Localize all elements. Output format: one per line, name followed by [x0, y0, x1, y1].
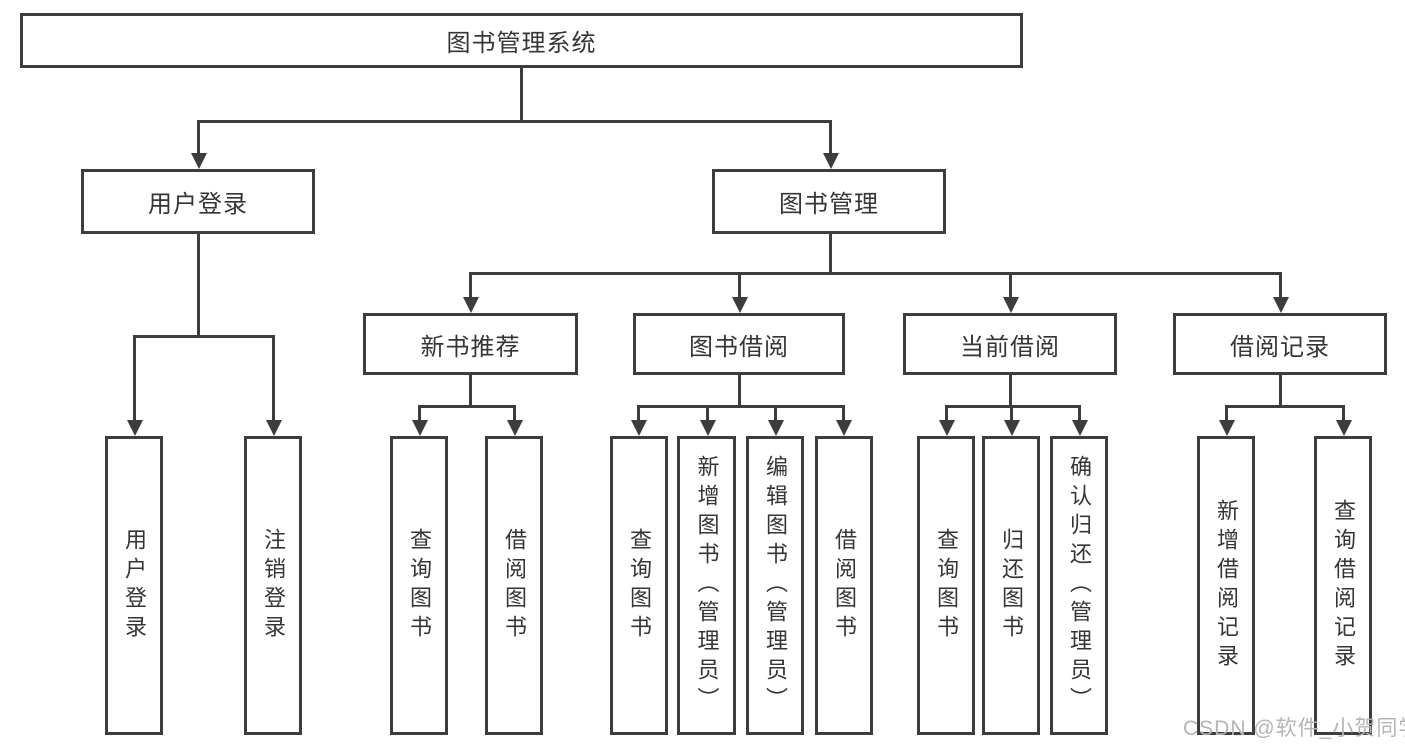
- node-label: 新书推荐: [420, 333, 521, 361]
- leaf-borrow-books-recommend: 借阅图书: [485, 436, 543, 735]
- leaf-logout: 注销登录: [244, 436, 302, 735]
- connector-recommend-rail: [418, 405, 516, 408]
- connector-root-rail: [197, 120, 832, 123]
- connector-borrowing-rail: [637, 405, 845, 408]
- arrow-to-query-books-2: [631, 405, 647, 436]
- connector-user-login-rail: [133, 335, 275, 338]
- leaf-label: 用户登录: [122, 527, 147, 644]
- connector-recommend-stem: [469, 373, 472, 405]
- leaf-label: 查询图书: [627, 527, 652, 644]
- arrow-to-book-borrowing: [732, 272, 748, 313]
- node-user-login: 用户登录: [81, 169, 315, 234]
- arrow-to-add-record: [1219, 405, 1235, 436]
- leaf-label: 查询图书: [934, 527, 959, 644]
- node-borrowing-records: 借阅记录: [1173, 313, 1387, 375]
- leaf-query-books-current: 查询图书: [917, 436, 975, 735]
- leaf-label: 查询借阅记录: [1331, 498, 1356, 673]
- arrow-to-borrow-books-1: [507, 405, 523, 436]
- leaf-query-books-recommend: 查询图书: [390, 436, 448, 735]
- leaf-label: 确认归还（管理员）: [1067, 455, 1092, 716]
- leaf-label: 借阅图书: [502, 527, 527, 644]
- connector-book-management-stem: [829, 232, 832, 272]
- leaf-edit-books-admin: 编辑图书（管理员）: [746, 436, 804, 735]
- connector-records-rail: [1225, 405, 1345, 408]
- node-label: 用户登录: [148, 191, 248, 218]
- node-label: 图书管理: [779, 191, 879, 218]
- node-label: 借阅记录: [1230, 333, 1330, 361]
- connector-user-login-stem: [197, 232, 200, 335]
- leaf-label: 新增借阅记录: [1214, 498, 1239, 673]
- arrow-to-leaf-user-login: [127, 335, 143, 436]
- leaf-label: 注销登录: [261, 527, 286, 644]
- arrow-to-current-borrowing: [1003, 272, 1019, 313]
- arrow-to-borrowing-records: [1273, 272, 1289, 313]
- leaf-return-books: 归还图书: [982, 436, 1040, 735]
- arrow-to-return-books: [1004, 405, 1020, 436]
- connector-current-rail: [945, 405, 1081, 408]
- leaf-label: 查询图书: [407, 527, 432, 644]
- leaf-label: 归还图书: [999, 527, 1024, 644]
- arrow-to-borrow-books-2: [836, 405, 852, 436]
- arrow-to-edit-books: [768, 405, 784, 436]
- leaf-query-borrow-record: 查询借阅记录: [1314, 436, 1372, 735]
- node-label: 图书管理系统: [446, 30, 597, 57]
- connector-root-stem: [520, 66, 523, 120]
- arrow-to-leaf-logout: [266, 335, 282, 436]
- connector-borrowing-stem: [738, 373, 741, 405]
- leaf-label: 新增图书（管理员）: [694, 455, 720, 716]
- leaf-confirm-return-admin: 确认归还（管理员）: [1050, 436, 1108, 735]
- node-label: 图书借阅: [689, 333, 789, 361]
- watermark: CSDN @软件_小贺同学: [1183, 717, 1405, 740]
- leaf-label: 编辑图书（管理员）: [763, 455, 788, 716]
- node-current-borrowing: 当前借阅: [903, 313, 1117, 375]
- connector-book-management-rail: [469, 272, 1282, 275]
- arrow-to-add-books: [700, 405, 716, 436]
- leaf-add-books-admin: 新增图书（管理员）: [677, 436, 736, 735]
- leaf-label: 借阅图书: [832, 527, 857, 644]
- leaf-borrow-books-borrowing: 借阅图书: [815, 436, 873, 735]
- leaf-query-books-borrowing: 查询图书: [610, 436, 668, 735]
- arrow-to-query-record: [1336, 405, 1352, 436]
- node-book-borrowing: 图书借阅: [633, 313, 845, 375]
- connector-records-stem: [1279, 373, 1282, 405]
- leaf-user-login: 用户登录: [105, 436, 163, 735]
- arrow-to-query-books-1: [412, 405, 428, 436]
- arrow-to-user-login: [191, 120, 207, 169]
- arrow-to-query-books-3: [939, 405, 955, 436]
- arrow-to-new-book-recommendation: [463, 272, 479, 313]
- node-library-management-system: 图书管理系统: [20, 13, 1023, 68]
- leaf-add-borrow-record: 新增借阅记录: [1197, 436, 1255, 735]
- arrow-to-confirm-return: [1072, 405, 1088, 436]
- arrow-to-book-management: [823, 120, 839, 169]
- node-book-management: 图书管理: [712, 169, 946, 234]
- node-new-book-recommendation: 新书推荐: [363, 313, 578, 375]
- node-label: 当前借阅: [960, 333, 1060, 361]
- connector-current-stem: [1009, 373, 1012, 405]
